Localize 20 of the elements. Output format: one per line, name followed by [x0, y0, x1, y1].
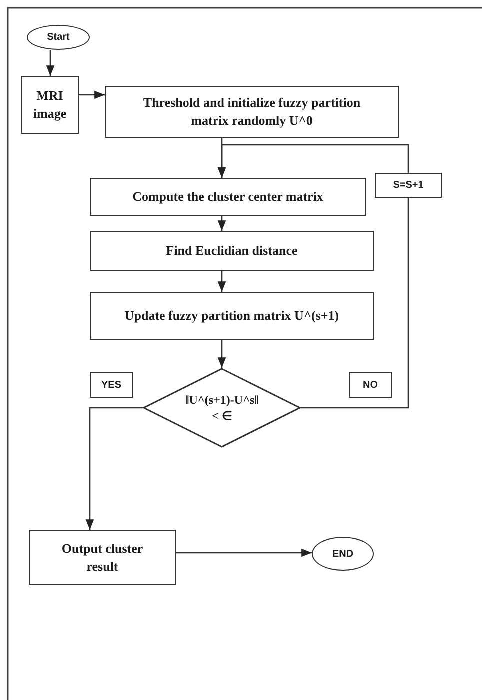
arrow	[218, 340, 226, 368]
start-terminal: Start	[27, 25, 90, 50]
process-box: Compute the cluster center matrix	[90, 178, 366, 216]
process-box: MRI image	[21, 76, 79, 134]
process-box: Find Euclidian distance	[90, 231, 374, 271]
arrow	[86, 407, 143, 530]
branch-tag: NO	[349, 372, 392, 398]
branch-tag: YES	[90, 372, 133, 398]
arrow	[46, 50, 55, 76]
arrow	[176, 548, 312, 558]
decision-diamond: ‖U^(s+1)-U^s‖ < ∈	[143, 368, 301, 448]
arrow	[79, 90, 105, 100]
arrow	[218, 216, 226, 231]
end-terminal: END	[312, 537, 374, 571]
arrow	[218, 144, 410, 178]
process-box: S=S+1	[375, 173, 442, 198]
process-box: Output cluster result	[29, 530, 176, 585]
arrow	[218, 271, 226, 292]
process-box: Update fuzzy partition matrix U^(s+1)	[90, 292, 374, 340]
process-box: Threshold and initialize fuzzy partition matrix randomly U^0	[105, 86, 399, 138]
